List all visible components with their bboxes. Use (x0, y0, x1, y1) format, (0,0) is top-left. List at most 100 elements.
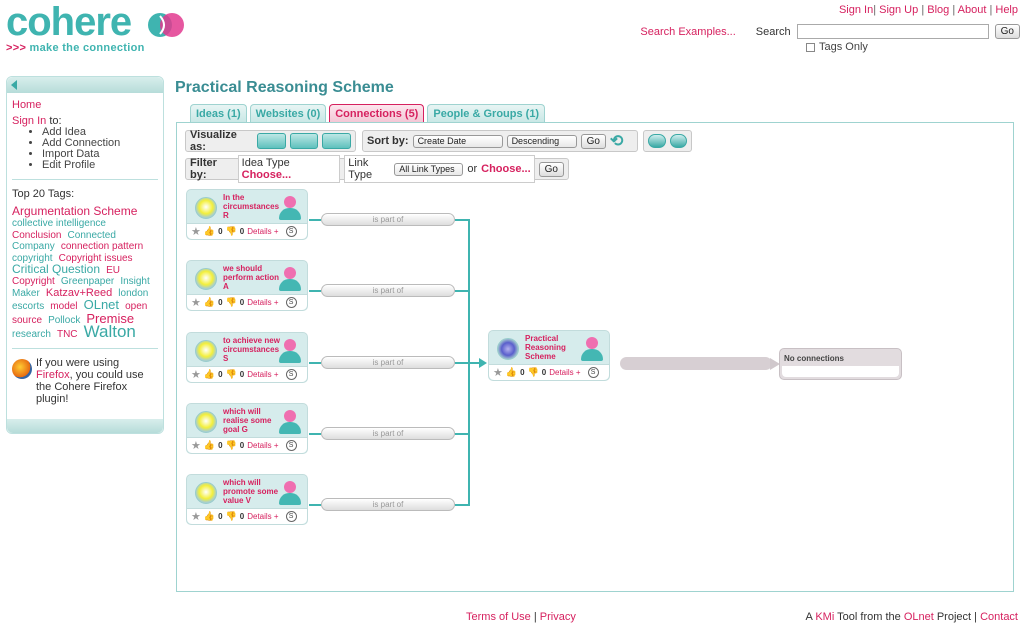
link-label[interactable]: is part of (321, 427, 455, 440)
search-s-icon[interactable]: S (285, 369, 297, 380)
tag-link[interactable]: Premise (86, 310, 135, 326)
tag-link[interactable]: Copyright issues (58, 252, 133, 264)
search-s-icon[interactable]: S (587, 367, 599, 378)
thumbs-down-icon[interactable]: 👎 (225, 511, 237, 521)
tag-link[interactable]: Connected Company (12, 229, 116, 253)
tag-link[interactable]: Katzav+Reed (45, 286, 113, 299)
tag-link[interactable]: TNC (56, 329, 78, 341)
search-input[interactable] (796, 24, 989, 39)
idea-title[interactable]: to achieve new circumstances S (223, 336, 280, 363)
tag-link[interactable]: connection pattern (60, 241, 144, 253)
blog-link[interactable]: Blog (927, 4, 950, 16)
firefox-link[interactable]: Firefox (36, 369, 70, 382)
visualize-graph-button[interactable] (322, 133, 351, 149)
tag-link[interactable]: Walton (83, 322, 136, 342)
star-icon[interactable]: ★ (191, 440, 201, 452)
tag-link[interactable]: model (50, 301, 78, 313)
tags-only-checkbox[interactable] (806, 42, 815, 52)
idea-type-choose-link[interactable]: Choose... (241, 169, 292, 181)
sidebar-action-import-data[interactable]: Import Data (42, 149, 158, 160)
details-link[interactable]: Details + (247, 298, 279, 307)
link-label[interactable]: is part of (321, 356, 455, 369)
help-link[interactable]: Help (995, 4, 1018, 16)
search-s-icon[interactable]: S (285, 440, 297, 451)
star-icon[interactable]: ★ (191, 297, 201, 309)
link-label[interactable]: is part of (321, 284, 455, 297)
details-link[interactable]: Details + (549, 368, 581, 377)
user-avatar-icon[interactable] (581, 337, 603, 361)
refresh-icon[interactable]: ⟲ (609, 133, 624, 150)
idea-title[interactable]: In the circumstances R (223, 193, 280, 220)
tag-link[interactable]: copyright (12, 252, 53, 264)
tag-link[interactable]: open source (12, 301, 148, 326)
link-label[interactable]: is part of (321, 498, 455, 511)
idea-node[interactable]: which will promote some value V9/12/10★👍… (186, 474, 308, 525)
idea-node[interactable]: which will realise some goal G9/12/10★👍0… (186, 403, 308, 454)
user-avatar-icon[interactable] (279, 481, 301, 505)
sidebar-action-add-idea[interactable]: Add Idea (42, 127, 158, 138)
details-link[interactable]: Details + (247, 227, 279, 236)
terms-of-use-link[interactable]: Terms of Use (466, 611, 531, 623)
cohere-logo[interactable]: cohere >>> make the connection (6, 2, 184, 54)
idea-title[interactable]: which will promote some value V (223, 478, 279, 505)
tag-link[interactable]: Argumentation Scheme (12, 204, 138, 218)
collapse-arrow-icon[interactable] (11, 80, 17, 90)
idea-node[interactable]: to achieve new circumstances S9/12/10★👍0… (186, 332, 308, 383)
user-avatar-icon[interactable] (279, 410, 301, 434)
search-s-icon[interactable]: S (285, 226, 297, 237)
embed-icon[interactable] (669, 134, 687, 148)
sidebar-action-add-connection[interactable]: Add Connection (42, 138, 158, 149)
thumbs-down-icon[interactable]: 👎 (225, 440, 237, 450)
sidebar-sign-in-link[interactable]: Sign In (12, 115, 47, 127)
thumbs-down-icon[interactable]: 👎 (225, 369, 237, 379)
olnet-link[interactable]: OLnet (903, 611, 934, 623)
sort-go-button[interactable]: Go (580, 133, 606, 149)
tags-only-option[interactable]: Tags Only (806, 41, 868, 53)
tag-link[interactable]: london escorts (12, 287, 149, 313)
privacy-link[interactable]: Privacy (539, 611, 576, 623)
link-label[interactable]: is part of (321, 213, 455, 226)
thumbs-down-icon[interactable]: 👎 (527, 367, 539, 377)
search-s-icon[interactable]: S (285, 297, 297, 308)
sort-by-select[interactable]: Create Date (412, 134, 503, 148)
idea-node[interactable]: In the circumstances R9/12/10★👍0👎0Detail… (186, 189, 308, 240)
search-s-icon[interactable]: S (285, 511, 297, 522)
tab-ideas[interactable]: Ideas (1) (190, 104, 247, 123)
tag-link[interactable]: EU Copyright (12, 265, 120, 288)
link-type-choose-link[interactable]: Choose... (481, 163, 531, 175)
details-link[interactable]: Details + (247, 370, 279, 379)
tag-link[interactable]: Conclusion (12, 229, 62, 241)
thumbs-up-icon[interactable]: 👍 (505, 367, 518, 377)
tag-link[interactable]: research (12, 329, 51, 341)
user-avatar-icon[interactable] (279, 196, 301, 220)
sidebar-home-link[interactable]: Home (12, 99, 42, 111)
tag-link[interactable]: collective intelligence (12, 218, 106, 230)
sidebar-action-edit-profile[interactable]: Edit Profile (42, 160, 158, 171)
sort-order-select[interactable]: Descending (506, 134, 577, 148)
star-icon[interactable]: ★ (191, 369, 201, 381)
idea-title[interactable]: we should perform action A (223, 264, 280, 291)
visualize-list-button[interactable] (256, 133, 286, 149)
idea-node[interactable]: we should perform action A9/12/10★👍0👎0De… (186, 260, 308, 311)
thumbs-up-icon[interactable]: 👍 (203, 226, 216, 236)
link-icon[interactable] (648, 134, 666, 148)
details-link[interactable]: Details + (247, 441, 279, 450)
sign-in-link[interactable]: Sign In (838, 4, 874, 16)
details-link[interactable]: Details + (247, 512, 279, 521)
about-link[interactable]: About (957, 4, 987, 16)
star-icon[interactable]: ★ (191, 226, 201, 238)
tag-link[interactable]: Pollock (48, 314, 81, 326)
tag-link[interactable]: Critical Question (12, 262, 101, 277)
thumbs-down-icon[interactable]: 👎 (225, 297, 237, 307)
tag-link[interactable]: Greenpaper (60, 276, 115, 288)
user-avatar-icon[interactable] (279, 339, 301, 363)
idea-title[interactable]: Practical Reasoning Scheme (525, 334, 566, 361)
link-type-select[interactable]: All Link Types (394, 162, 464, 176)
filter-go-button[interactable]: Go (538, 161, 564, 177)
thumbs-down-icon[interactable]: 👎 (225, 226, 237, 236)
tab-people-groups[interactable]: People & Groups (1) (427, 104, 546, 123)
visualize-network-button[interactable] (289, 133, 319, 149)
search-examples-link[interactable]: Search Examples... (640, 25, 736, 38)
tab-connections[interactable]: Connections (5) (329, 104, 425, 123)
sign-up-link[interactable]: Sign Up (879, 4, 919, 16)
